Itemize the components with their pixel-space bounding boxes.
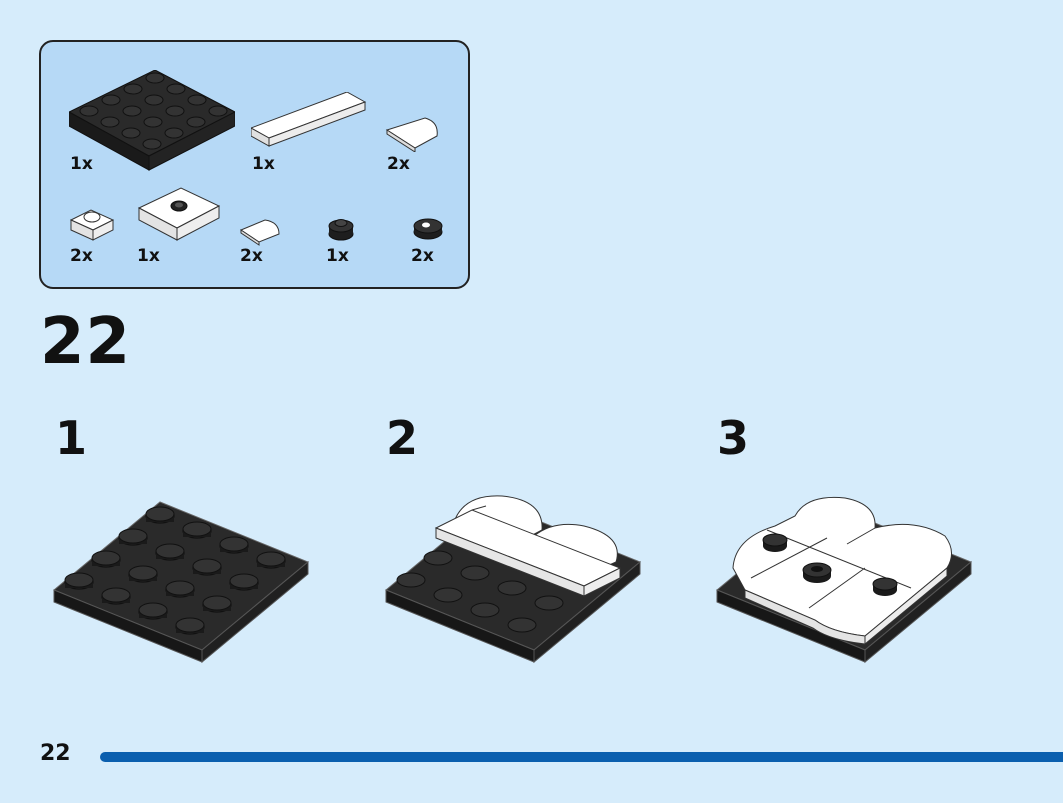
parts-callout: 1x 1x 2x 2x 1x 2x 1x	[39, 40, 470, 289]
progress-bar	[100, 752, 1063, 762]
part-qty: 1x	[326, 246, 349, 266]
black-plate-4x4-icon	[69, 70, 235, 171]
step-number: 22	[40, 305, 132, 379]
part-qty: 2x	[240, 246, 263, 266]
white-quarter-round-tile-icon	[385, 117, 438, 152]
black-round-plate-1x1-icon	[328, 219, 354, 241]
part-qty: 2x	[411, 246, 434, 266]
sub-step-label: 2	[386, 411, 419, 465]
white-tile-added-build-icon	[385, 495, 641, 664]
white-tile-1x4-icon	[251, 92, 367, 147]
sub-step-label: 1	[55, 411, 88, 465]
completed-build-icon	[716, 496, 972, 664]
white-quarter-round-tile-small-icon	[239, 219, 280, 246]
part-qty: 2x	[70, 246, 93, 266]
page-number: 22	[40, 741, 71, 766]
black-plate-build-icon	[53, 501, 309, 664]
sub-step-label: 3	[717, 411, 750, 465]
black-round-tile-printed-icon	[413, 218, 443, 240]
white-plate-1x1-icon	[69, 209, 115, 241]
part-qty: 2x	[387, 154, 410, 174]
part-qty: 1x	[70, 154, 93, 174]
part-qty: 1x	[137, 246, 160, 266]
white-jumper-plate-2x2-icon	[137, 187, 221, 241]
part-qty: 1x	[252, 154, 275, 174]
